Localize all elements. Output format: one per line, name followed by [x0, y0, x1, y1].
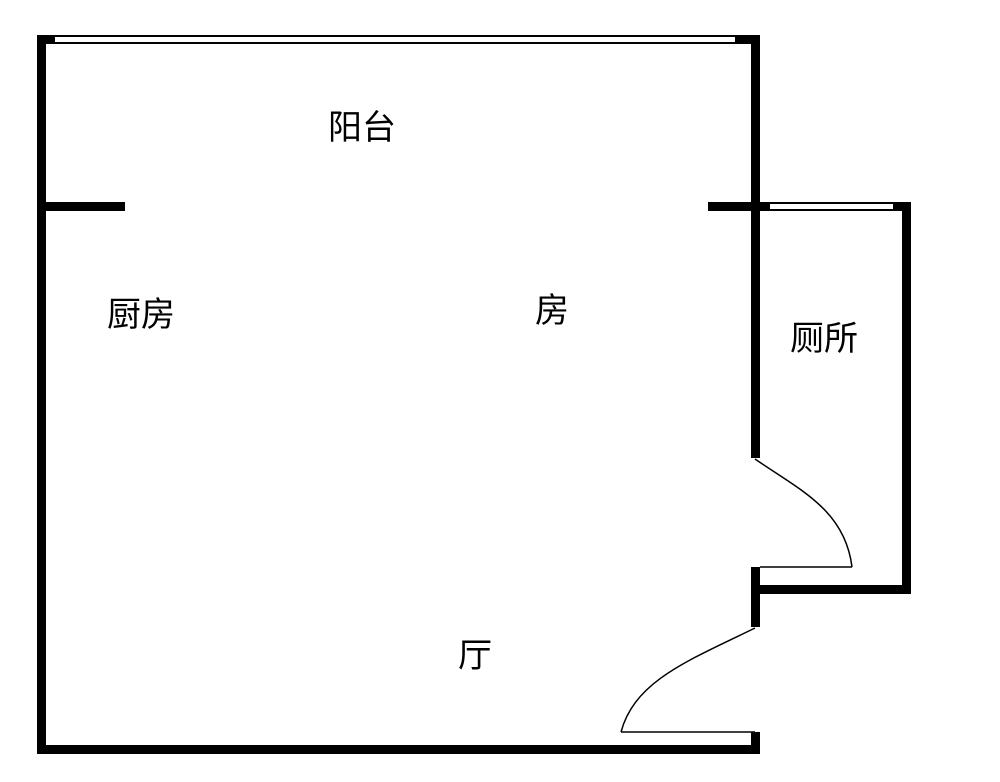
room-label-bedroom: 房 [535, 291, 569, 331]
room-label-kitchen: 厨房 [107, 295, 175, 335]
right-wall-middle [751, 567, 760, 627]
balcony-stub-left [37, 202, 125, 211]
toilet-bottom-wall [751, 585, 911, 594]
toilet-window [770, 204, 893, 209]
entrance-door-swing [620, 627, 756, 733]
toilet-right-wall [902, 202, 911, 594]
top-window [55, 37, 735, 42]
right-wall-upper [751, 35, 760, 458]
room-label-hall: 厅 [458, 636, 492, 676]
balcony-stub-right [708, 202, 760, 211]
room-label-toilet: 厕所 [790, 319, 858, 359]
right-wall-stub [751, 732, 760, 754]
left-wall [37, 35, 46, 754]
toilet-door-swing [754, 458, 853, 568]
bottom-wall [37, 745, 760, 754]
room-label-balcony: 阳台 [328, 108, 396, 148]
